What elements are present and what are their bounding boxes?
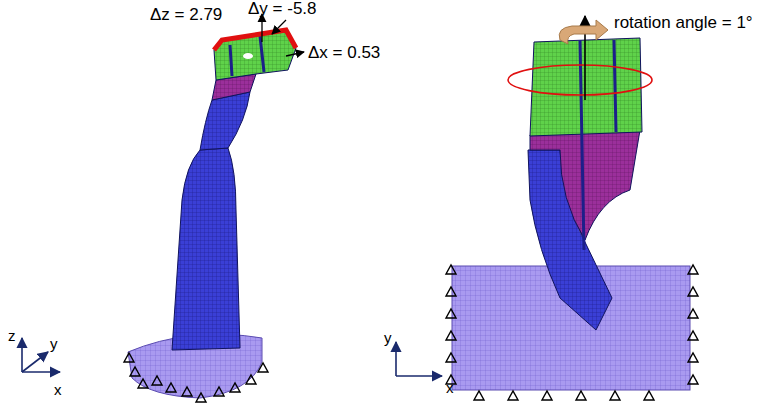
axis-label: y: [50, 336, 58, 353]
displacement-label: Δy = -5.8: [248, 0, 317, 19]
axis-label: y: [384, 330, 392, 347]
axis-label: x: [446, 380, 454, 397]
axis-label: x: [54, 382, 62, 399]
rotation-label: rotation angle = 1°: [614, 14, 753, 33]
displacement-label: Δz = 2.79: [150, 6, 222, 25]
displacement-label: Δx = 0.53: [308, 44, 380, 63]
axis-label: z: [8, 328, 16, 345]
